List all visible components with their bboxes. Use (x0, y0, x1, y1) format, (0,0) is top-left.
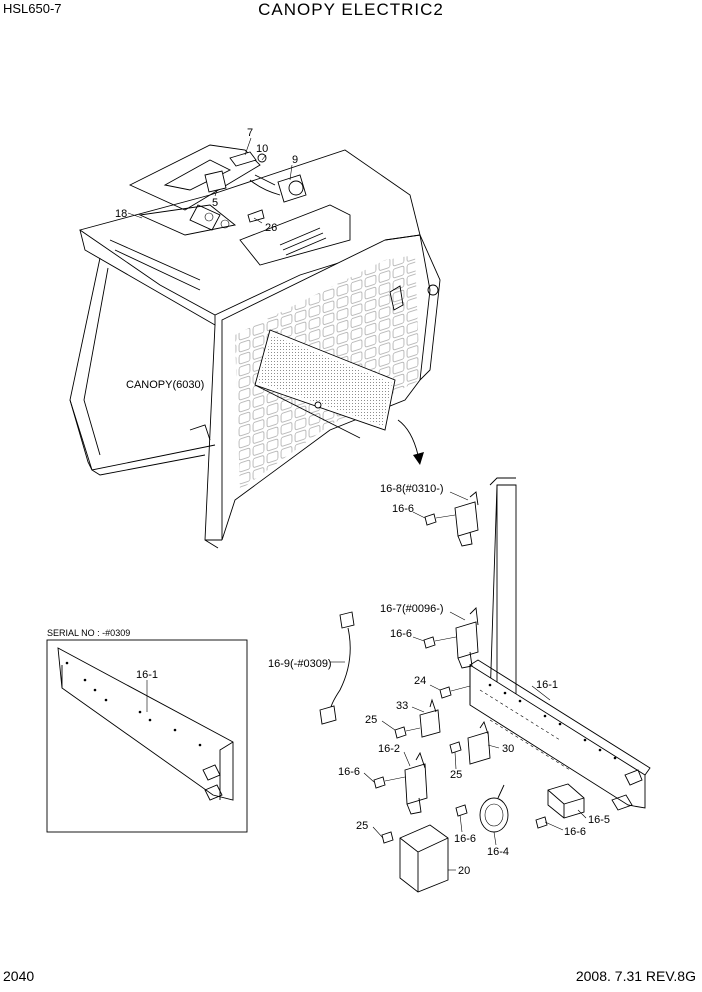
callout-25-b: 25 (450, 769, 462, 781)
roof-callouts (127, 137, 293, 224)
electrical-panel (319, 477, 651, 893)
callout-16-7: 16-7(#0096-) (380, 603, 444, 615)
inset-part-label: 16-1 (136, 669, 158, 681)
callout-10: 10 (256, 143, 268, 155)
callout-16-4: 16-4 (487, 846, 509, 858)
callout-16-2: 16-2 (378, 743, 400, 755)
page-title: CANOPY ELECTRIC2 (258, 0, 444, 19)
callout-26: 26 (265, 222, 277, 234)
callout-30: 30 (502, 743, 514, 755)
serial-label: SERIAL NO : -#0309 (47, 628, 130, 638)
callout-33: 33 (396, 700, 408, 712)
callout-24: 24 (414, 675, 426, 687)
callout-16-9: 16-9(-#0309) (268, 658, 332, 670)
callout-7: 7 (247, 127, 253, 139)
callout-20: 20 (458, 865, 470, 877)
callout-16-6-e: 16-6 (564, 826, 586, 838)
callout-16-6-a: 16-6 (392, 503, 414, 515)
callout-16-6-b: 16-6 (390, 628, 412, 640)
page-number: 2040 (3, 968, 35, 984)
callout-16-6-c: 16-6 (338, 766, 360, 778)
callout-25-a: 25 (365, 714, 377, 726)
model-number: HSL650-7 (3, 1, 62, 16)
callout-16-1: 16-1 (536, 679, 558, 691)
revision-date: 2008. 7.31 REV.8G (575, 968, 696, 984)
canopy-label: CANOPY(6030) (126, 379, 204, 391)
callout-18: 18 (115, 208, 127, 220)
panel-leaders (330, 491, 587, 871)
callout-16-6-d: 16-6 (454, 833, 476, 845)
callout-5: 5 (212, 197, 218, 209)
callout-25-c: 25 (356, 820, 368, 832)
serial-inset (46, 639, 248, 833)
canopy-assembly (69, 144, 441, 549)
callout-9: 9 (292, 154, 298, 166)
callout-16-8: 16-8(#0310-) (380, 483, 444, 495)
callout-16-5: 16-5 (588, 814, 610, 826)
